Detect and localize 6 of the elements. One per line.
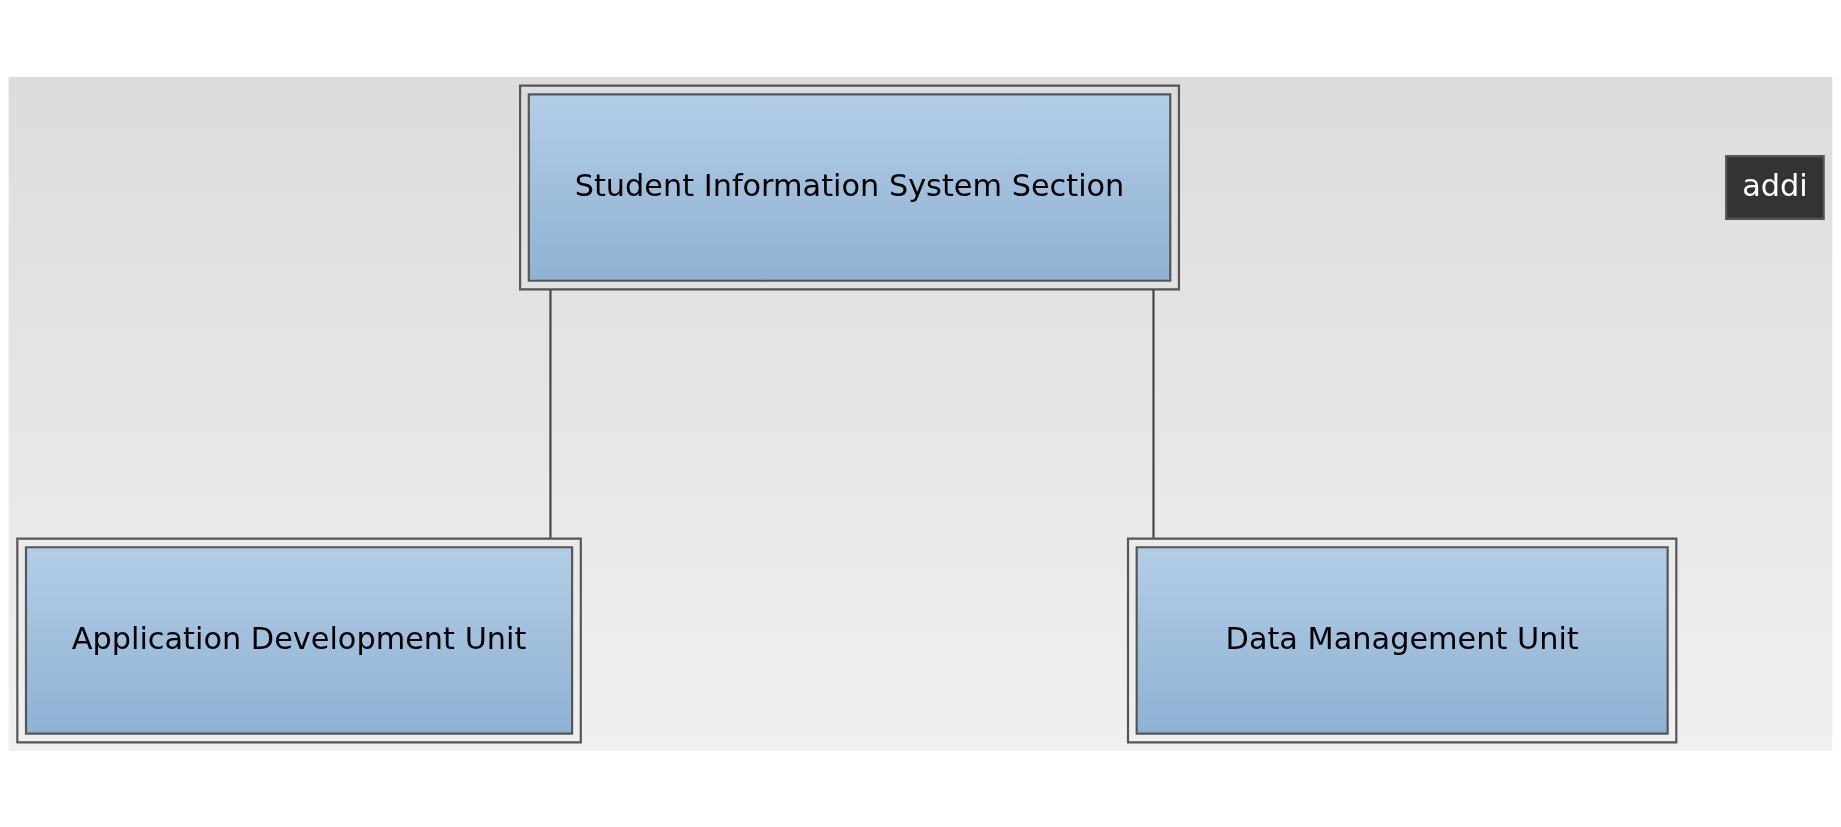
- connector: [1152, 289, 1155, 538]
- node-box: Data Management Unit: [1126, 537, 1678, 743]
- node-box: Student Information System Section: [519, 84, 1181, 290]
- node-box: Application Development Unit: [16, 537, 582, 743]
- label: addi: [1742, 167, 1808, 203]
- connector: [549, 289, 552, 538]
